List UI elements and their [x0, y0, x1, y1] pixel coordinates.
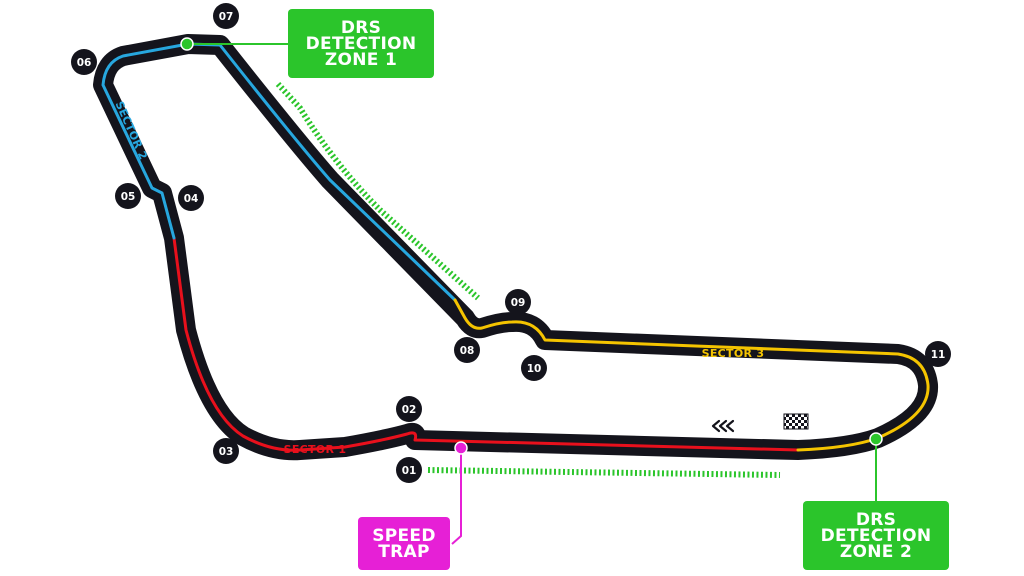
- sector-3-label: SECTOR 3: [702, 347, 765, 360]
- svg-text:10: 10: [527, 363, 542, 375]
- speed-trap-connector: [451, 448, 462, 545]
- drs-zone-1-line: [275, 81, 481, 301]
- turn-05: 05: [115, 183, 141, 209]
- turn-04: 04: [178, 185, 204, 211]
- checkered-flag-icon: [783, 413, 809, 430]
- drs-detection-zone-2-label: DRS DETECTION ZONE 2: [820, 509, 932, 562]
- svg-text:09: 09: [511, 297, 526, 309]
- drs-zones: [275, 81, 781, 478]
- turn-01: 01: [396, 457, 422, 483]
- drs-detection-zone-2-box: DRS DETECTION ZONE 2: [803, 501, 949, 570]
- sector-2-line: [101, 42, 457, 302]
- turn-02: 02: [396, 396, 422, 422]
- drs-detection-1-marker: [180, 37, 194, 51]
- svg-text:08: 08: [460, 345, 475, 357]
- svg-text:11: 11: [931, 349, 946, 361]
- turn-11: 11: [925, 341, 951, 367]
- sector-1-line: [172, 236, 800, 452]
- chevrons-left-icon: [711, 419, 735, 433]
- drs-detection-2-marker: [869, 432, 883, 446]
- speed-trap-box: SPEED TRAP: [358, 517, 450, 570]
- svg-text:02: 02: [402, 404, 417, 416]
- svg-text:05: 05: [121, 191, 136, 203]
- svg-text:03: 03: [219, 446, 234, 458]
- turn-06: 06: [71, 49, 97, 75]
- turn-09: 09: [505, 289, 531, 315]
- sector-lines: [101, 42, 930, 452]
- speed-trap-label: SPEED TRAP: [372, 525, 436, 562]
- drs-detection-zone-1-label: DRS DETECTION ZONE 1: [305, 17, 417, 70]
- turn-badges: 01 02 03 04 05 06 07 08 09 10 11: [71, 3, 951, 483]
- drs-detection-zone-1-box: DRS DETECTION ZONE 1: [288, 9, 434, 78]
- turn-10: 10: [521, 355, 547, 381]
- speed-trap-marker: [454, 441, 468, 455]
- svg-text:07: 07: [219, 11, 234, 23]
- svg-text:06: 06: [77, 57, 92, 69]
- svg-text:01: 01: [402, 465, 417, 477]
- svg-text:04: 04: [184, 193, 199, 205]
- turn-07: 07: [213, 3, 239, 29]
- turn-08: 08: [454, 337, 480, 363]
- track-outline: [93, 34, 939, 461]
- turn-03: 03: [213, 438, 239, 464]
- callout-connectors: [187, 43, 877, 545]
- drs-zone-2-line: [427, 467, 781, 478]
- sector-1-label: SECTOR 1: [284, 443, 347, 456]
